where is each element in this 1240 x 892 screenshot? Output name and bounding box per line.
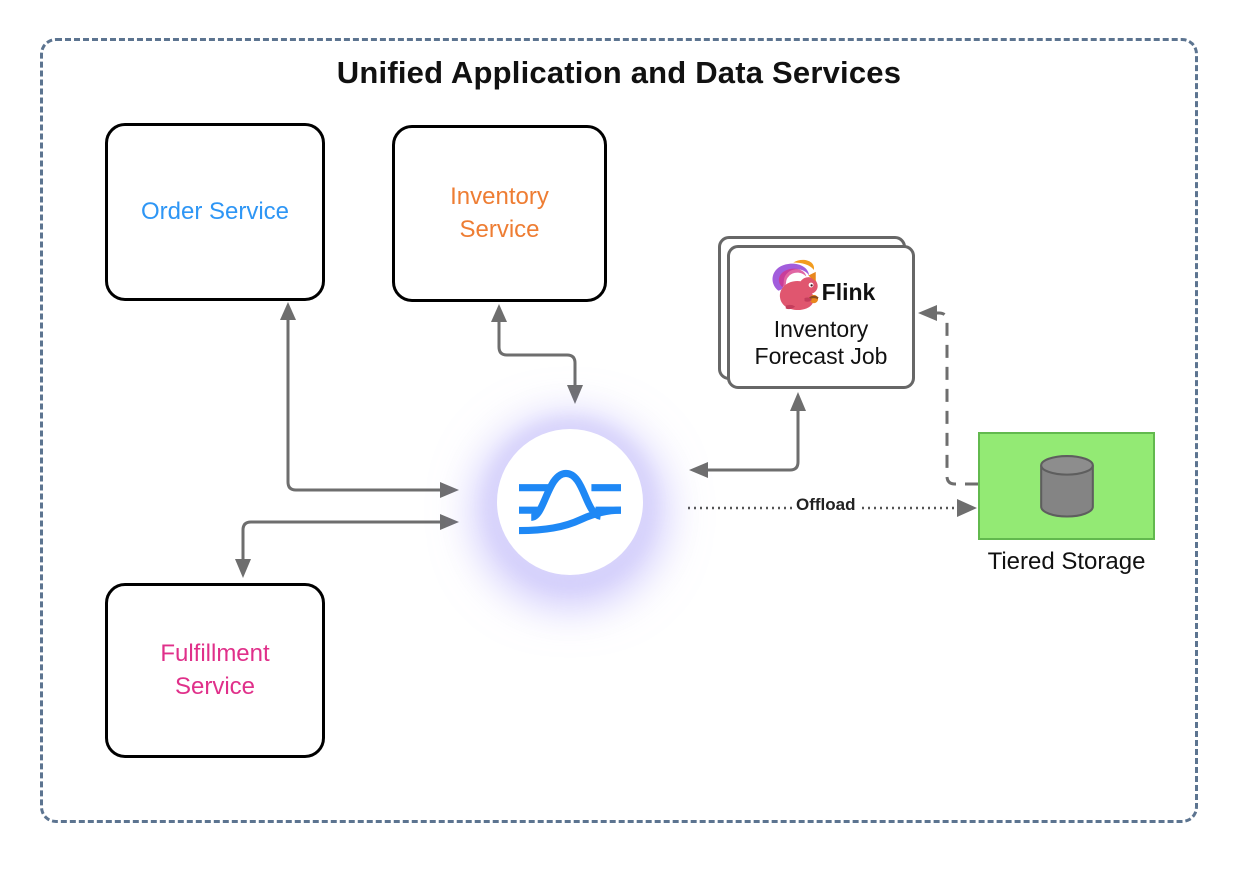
bell-curve-stream-icon: [519, 469, 621, 535]
flink-job-node: Flink Inventory Forecast Job: [727, 245, 915, 389]
edge-inventory-platform: [491, 304, 583, 404]
order-service-label: Order Service: [140, 197, 290, 225]
edge-storage-flink: [918, 305, 978, 486]
offload-edge-label: Offload: [793, 495, 859, 515]
fulfillment-service-node: Fulfillment Service: [105, 583, 325, 758]
flink-job-label: Inventory Forecast Job: [754, 316, 888, 370]
tiered-storage-label: Tiered Storage: [987, 548, 1146, 575]
flink-squirrel-icon: [772, 259, 819, 311]
flink-logo-row: Flink: [767, 252, 876, 314]
diagram-title: Unified Application and Data Services: [336, 55, 902, 90]
flink-product-label: Flink: [821, 279, 876, 305]
edge-fulfillment-platform: [235, 514, 459, 578]
database-cylinder-icon: [1039, 455, 1094, 518]
edge-platform-flink: [689, 392, 806, 478]
inventory-service-node: Inventory Service: [392, 125, 607, 302]
edge-order-platform: [280, 302, 459, 498]
diagram-dashed-border: [40, 38, 1198, 823]
tiered-storage-node: [978, 432, 1155, 540]
order-service-node: Order Service: [105, 123, 325, 301]
inventory-service-label: Inventory Service: [450, 183, 549, 243]
fulfillment-service-label: Fulfillment Service: [160, 640, 270, 700]
streaming-platform-node: [497, 429, 643, 575]
